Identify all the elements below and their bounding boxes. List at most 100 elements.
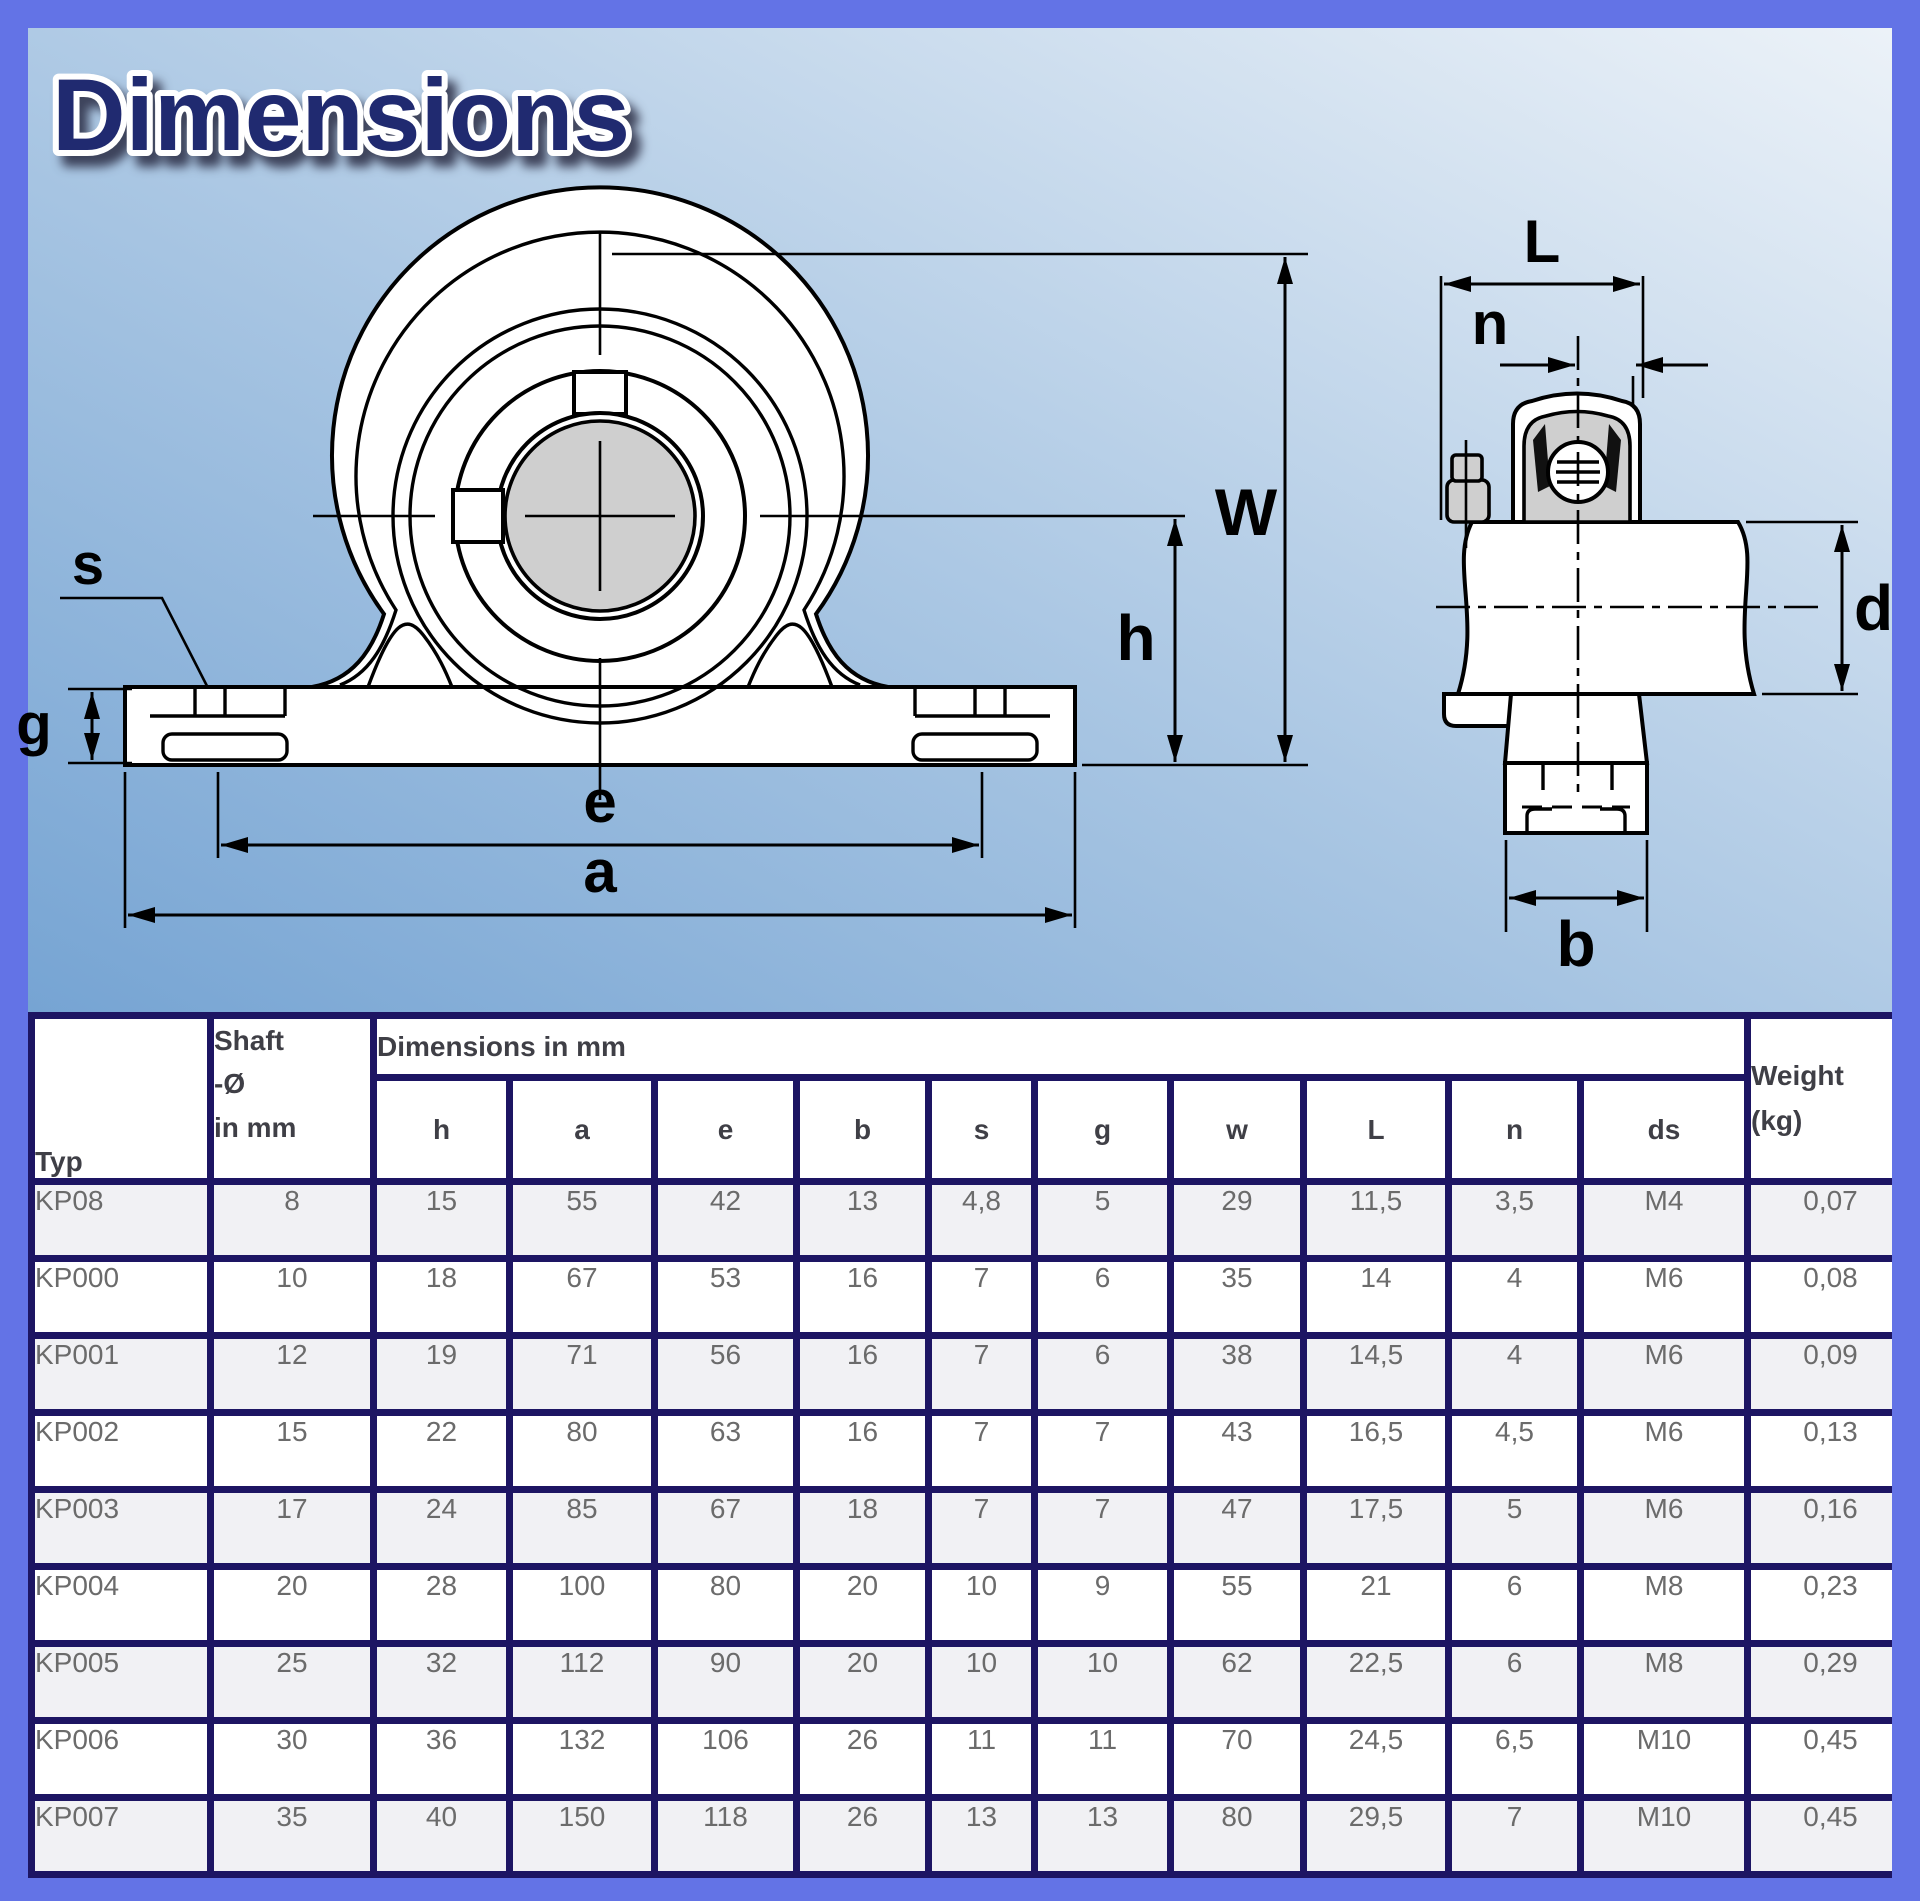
- dim-cell: 14,5: [1307, 1339, 1445, 1409]
- dim-cell: 6: [1452, 1647, 1577, 1717]
- typ-link[interactable]: KP006: [35, 1724, 207, 1794]
- dim-cell: 16: [800, 1262, 925, 1332]
- weight-cell: 0,45: [1751, 1801, 1892, 1871]
- dim-cell: 40: [377, 1801, 506, 1871]
- dim-cell: 35: [214, 1801, 370, 1871]
- dim-cell: 25: [214, 1647, 370, 1717]
- dim-cell: 70: [1174, 1724, 1300, 1794]
- weight-cell: 0,08: [1751, 1262, 1892, 1332]
- dim-cell: 24,5: [1307, 1724, 1445, 1794]
- dim-cell: 19: [377, 1339, 506, 1409]
- col-header-ds: ds: [1584, 1081, 1744, 1178]
- typ-link[interactable]: KP002: [35, 1416, 207, 1486]
- col-group-dimensions-mm: Dimensions in mm: [377, 1019, 1744, 1074]
- weight-cell: 0,09: [1751, 1339, 1892, 1409]
- dim-cell: 85: [513, 1493, 651, 1563]
- dim-cell: M8: [1584, 1570, 1744, 1640]
- dim-cell: 11: [932, 1724, 1031, 1794]
- dim-cell: 11: [1038, 1724, 1167, 1794]
- dim-cell: 13: [932, 1801, 1031, 1871]
- dim-cell: 22,5: [1307, 1647, 1445, 1717]
- dim-cell: 3,5: [1452, 1185, 1577, 1255]
- col-header-s: s: [932, 1081, 1031, 1178]
- dim-cell: 26: [800, 1801, 925, 1871]
- dim-cell: 6,5: [1452, 1724, 1577, 1794]
- dim-cell: M6: [1584, 1493, 1744, 1563]
- dim-cell: 42: [658, 1185, 793, 1255]
- typ-link[interactable]: KP003: [35, 1493, 207, 1563]
- col-header-shaft-diameter: Shaft -Ø in mm: [214, 1019, 370, 1178]
- dim-cell: 7: [1038, 1493, 1167, 1563]
- dim-cell: 10: [932, 1570, 1031, 1640]
- dim-cell: 10: [214, 1262, 370, 1332]
- col-header-L: L: [1307, 1081, 1445, 1178]
- dim-cell: 29,5: [1307, 1801, 1445, 1871]
- dim-cell: 56: [658, 1339, 793, 1409]
- dim-cell: 6: [1452, 1570, 1577, 1640]
- typ-link[interactable]: KP001: [35, 1339, 207, 1409]
- dim-cell: 4,8: [932, 1185, 1031, 1255]
- dim-cell: 67: [513, 1262, 651, 1332]
- dim-cell: 118: [658, 1801, 793, 1871]
- dim-cell: 38: [1174, 1339, 1300, 1409]
- dim-cell: 36: [377, 1724, 506, 1794]
- weight-cell: 0,16: [1751, 1493, 1892, 1563]
- dim-cell: 29: [1174, 1185, 1300, 1255]
- dim-cell: 16: [800, 1416, 925, 1486]
- typ-link[interactable]: KP08: [35, 1185, 207, 1255]
- dim-cell: M6: [1584, 1339, 1744, 1409]
- dim-cell: 7: [1452, 1801, 1577, 1871]
- weight-cell: 0,13: [1751, 1416, 1892, 1486]
- dim-cell: 28: [377, 1570, 506, 1640]
- dim-cell: 16,5: [1307, 1416, 1445, 1486]
- dim-cell: 16: [800, 1339, 925, 1409]
- typ-link[interactable]: KP000: [35, 1262, 207, 1332]
- col-header-e: e: [658, 1081, 793, 1178]
- dim-cell: 32: [377, 1647, 506, 1717]
- dim-cell: 20: [800, 1570, 925, 1640]
- weight-cell: 0,07: [1751, 1185, 1892, 1255]
- dim-cell: 30: [214, 1724, 370, 1794]
- typ-link[interactable]: KP007: [35, 1801, 207, 1871]
- dim-cell: 106: [658, 1724, 793, 1794]
- dim-cell: 90: [658, 1647, 793, 1717]
- dim-cell: 80: [658, 1570, 793, 1640]
- dim-cell: M6: [1584, 1262, 1744, 1332]
- dim-cell: 11,5: [1307, 1185, 1445, 1255]
- dim-cell: 80: [1174, 1801, 1300, 1871]
- dim-cell: 26: [800, 1724, 925, 1794]
- dim-cell: 15: [377, 1185, 506, 1255]
- dim-cell: M4: [1584, 1185, 1744, 1255]
- dim-cell: 13: [1038, 1801, 1167, 1871]
- dim-cell: 17,5: [1307, 1493, 1445, 1563]
- typ-link[interactable]: KP005: [35, 1647, 207, 1717]
- dim-cell: 80: [513, 1416, 651, 1486]
- dim-cell: 100: [513, 1570, 651, 1640]
- dim-cell: 62: [1174, 1647, 1300, 1717]
- dim-cell: 18: [800, 1493, 925, 1563]
- dim-cell: 8: [214, 1185, 370, 1255]
- dim-cell: 47: [1174, 1493, 1300, 1563]
- col-header-w: w: [1174, 1081, 1300, 1178]
- dim-cell: 53: [658, 1262, 793, 1332]
- dim-cell: M6: [1584, 1416, 1744, 1486]
- weight-cell: 0,23: [1751, 1570, 1892, 1640]
- dim-cell: 112: [513, 1647, 651, 1717]
- dim-cell: 10: [932, 1647, 1031, 1717]
- col-header-h: h: [377, 1081, 506, 1178]
- dim-cell: 4,5: [1452, 1416, 1577, 1486]
- dim-cell: 150: [513, 1801, 651, 1871]
- dim-cell: 14: [1307, 1262, 1445, 1332]
- dim-cell: 20: [214, 1570, 370, 1640]
- dim-cell: 43: [1174, 1416, 1300, 1486]
- dim-cell: M10: [1584, 1801, 1744, 1871]
- typ-link[interactable]: KP004: [35, 1570, 207, 1640]
- dimensions-table: Typ Shaft -Ø in mm Dimensions in mm Weig…: [28, 1012, 1892, 1878]
